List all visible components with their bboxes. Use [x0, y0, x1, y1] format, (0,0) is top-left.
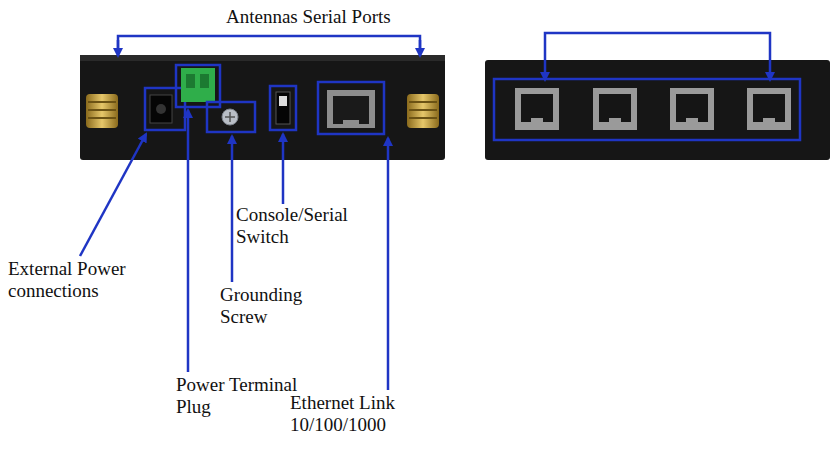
highlight-box [207, 102, 255, 132]
terminal-slot [186, 74, 195, 88]
callout-label: Grounding Screw [220, 284, 316, 328]
terminal-slot [200, 74, 209, 88]
screw-slot [229, 112, 231, 122]
highlight-box [494, 79, 800, 140]
leader-line [231, 136, 234, 282]
bracket-arrow [419, 40, 422, 56]
ethernet-socket [333, 96, 369, 124]
leader-line [282, 134, 285, 204]
ethernet-tab [343, 120, 359, 126]
console-switch [276, 92, 290, 124]
switch-toggle [279, 96, 287, 106]
leader-line [80, 134, 146, 256]
highlight-box [318, 82, 384, 134]
serial-port [747, 88, 791, 130]
bracket-line [118, 36, 420, 54]
grounding-screw [222, 109, 238, 125]
power-jack-pin [156, 104, 166, 114]
panel-edge [80, 55, 445, 61]
callout-label: External Power connections [8, 258, 140, 302]
leader-line [387, 138, 390, 390]
antenna-connector [407, 94, 439, 128]
bracket-arrow [544, 60, 547, 80]
terminal-plug [181, 68, 215, 102]
bracket-arrow [117, 40, 120, 56]
callout-label: Power Terminal Plug [176, 374, 310, 418]
device-panel [80, 55, 445, 160]
highlight-box [176, 65, 220, 107]
callout-label: Antennas Serial Ports [226, 6, 466, 28]
highlight-box [145, 88, 185, 130]
highlight-box [270, 86, 296, 130]
bracket-line [545, 33, 770, 60]
device-panel [485, 60, 830, 160]
bracket-arrow [769, 60, 772, 80]
ethernet-port [327, 90, 375, 128]
serial-port [515, 88, 559, 130]
leader-line [187, 110, 190, 372]
power-jack [150, 95, 172, 123]
serial-port [670, 88, 714, 130]
callout-label: Ethernet Link 10/100/1000 [290, 392, 414, 436]
serial-port [593, 88, 637, 130]
callout-label: Console/Serial Switch [236, 204, 364, 248]
antenna-connector [86, 94, 118, 128]
